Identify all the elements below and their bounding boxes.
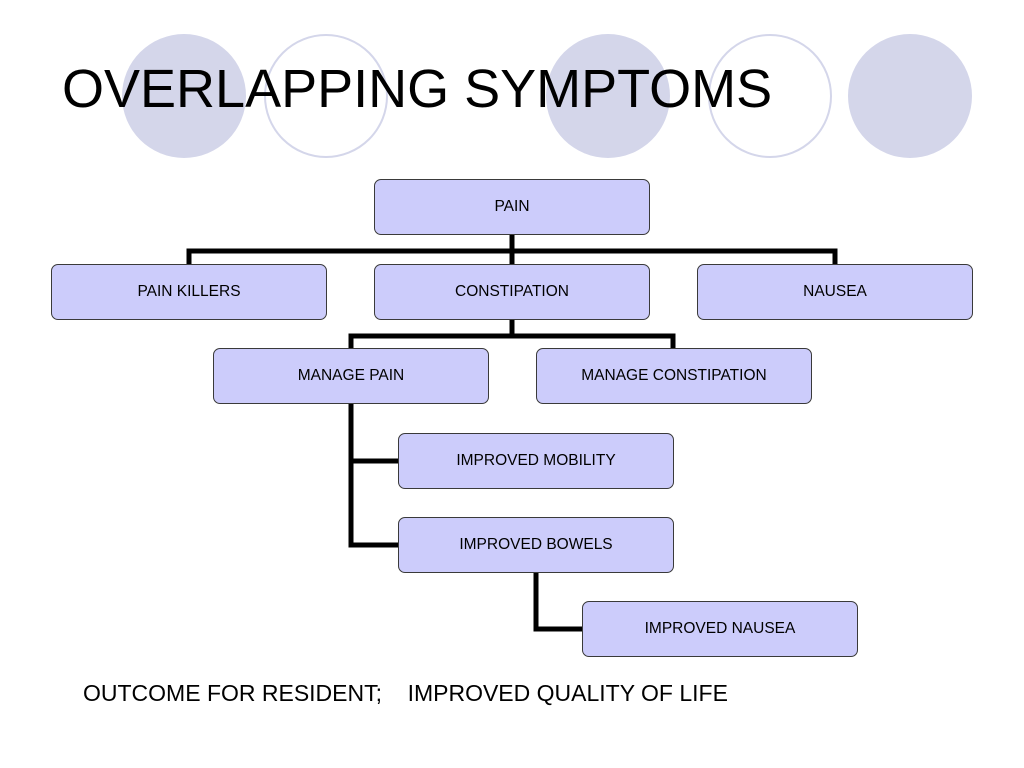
node-pain: PAIN [374, 179, 650, 235]
connector-pain-children [186, 233, 838, 267]
node-label: IMPROVED NAUSEA [644, 620, 796, 637]
node-label: MANAGE PAIN [297, 367, 405, 384]
node-improved-mobility: IMPROVED MOBILITY [398, 433, 674, 489]
node-manage-constipation: MANAGE CONSTIPATION [536, 348, 812, 404]
node-label: PAIN [494, 198, 530, 215]
node-label: NAUSEA [803, 283, 867, 300]
node-constipation: CONSTIPATION [374, 264, 650, 320]
node-improved-nausea: IMPROVED NAUSEA [582, 601, 858, 657]
node-improved-bowels: IMPROVED BOWELS [398, 517, 674, 573]
slide-title: OVERLAPPING SYMPTOMS [62, 59, 773, 119]
decor-circle [708, 34, 832, 158]
node-manage-pain: MANAGE PAIN [213, 348, 489, 404]
connector-bowels-nausea [533, 570, 585, 632]
outcome-text: OUTCOME FOR RESIDENT; IMPROVED QUALITY O… [83, 680, 728, 706]
decor-circle [264, 34, 388, 158]
node-pain-killers: PAIN KILLERS [51, 264, 327, 320]
decor-circle [848, 34, 972, 158]
connector-manage-pain-children [348, 401, 401, 548]
node-label: IMPROVED BOWELS [459, 536, 613, 553]
connector-constipation-children [348, 317, 676, 351]
decor-circle [122, 34, 246, 158]
decor-circle [546, 34, 670, 158]
node-label: CONSTIPATION [455, 283, 569, 300]
node-nausea: NAUSEA [697, 264, 973, 320]
node-label: PAIN KILLERS [137, 283, 241, 300]
node-label: IMPROVED MOBILITY [456, 452, 616, 469]
node-label: MANAGE CONSTIPATION [581, 367, 767, 384]
